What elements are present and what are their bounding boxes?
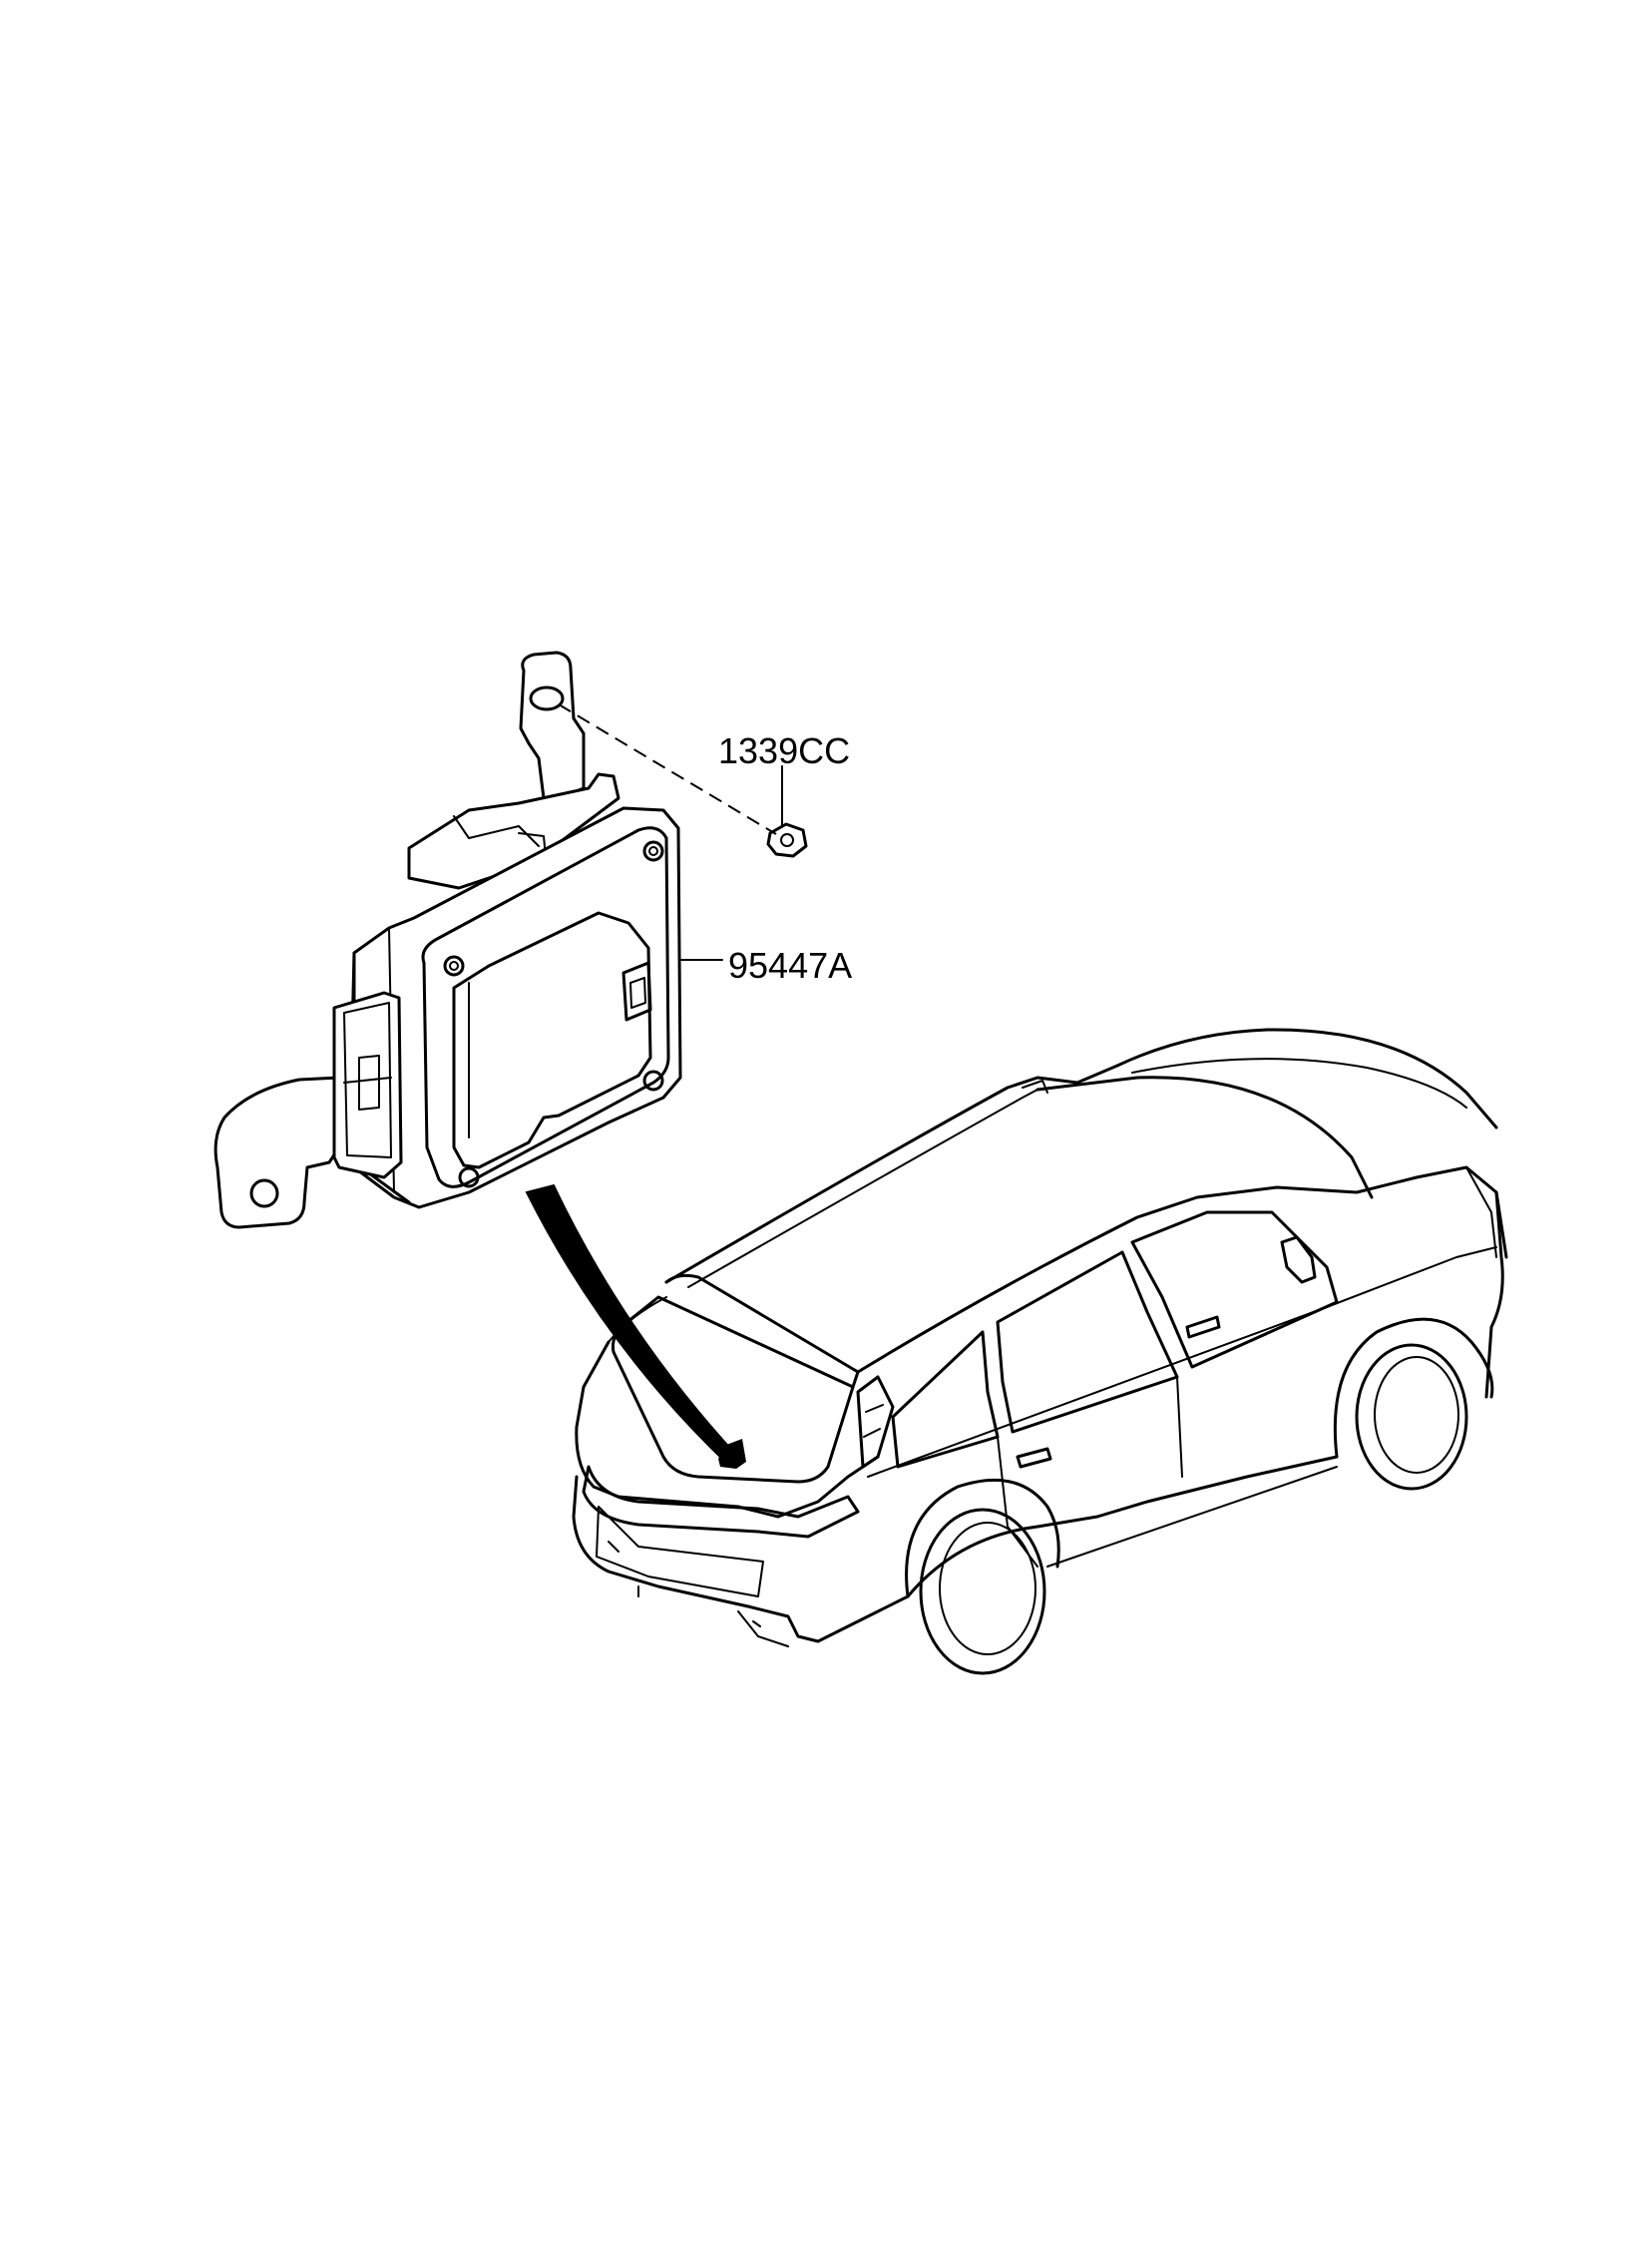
- vehicle-side-window-rear: [891, 1330, 1000, 1469]
- cover-screw: [458, 1166, 480, 1188]
- cover-screw: [642, 840, 664, 862]
- cover-screw: [443, 955, 465, 977]
- vehicle-front-wheel: [1355, 1343, 1468, 1491]
- cover-inner-panel: [452, 911, 652, 1169]
- location-mark: [718, 1439, 746, 1469]
- upper-bracket-hole: [529, 685, 565, 711]
- vehicle-rear-body: [575, 1340, 880, 1519]
- location-arrow: [525, 1183, 738, 1465]
- bolt[interactable]: [766, 822, 808, 858]
- control-module[interactable]: [213, 651, 682, 1229]
- vehicle-rear-roof: [664, 1273, 860, 1389]
- side-connector: [332, 991, 403, 1179]
- vehicle-tail-light: [582, 1465, 860, 1539]
- vehicle-roof: [664, 1028, 1498, 1284]
- vehicle-rear-window: [612, 1295, 855, 1484]
- upper-bracket: [519, 651, 586, 800]
- vehicle-side-window-front: [1130, 1210, 1339, 1369]
- vehicle-rear-bumper: [572, 1475, 910, 1643]
- label-plate: [621, 961, 652, 1022]
- vehicle: [572, 1028, 1508, 1675]
- vehicle-side-window-middle: [996, 1250, 1179, 1434]
- callout-1339cc[interactable]: 1339CC: [718, 730, 851, 771]
- vehicle-rear-wheel: [919, 1508, 1046, 1675]
- lower-bracket: [213, 1076, 341, 1229]
- vehicle-rear-wheel-arch: [905, 1478, 1060, 1598]
- module-cover: [421, 826, 670, 1188]
- vehicle-front-wheel-arch: [1333, 1317, 1494, 1459]
- vehicle-mirror: [1280, 1235, 1317, 1284]
- bolt-head: [766, 822, 808, 858]
- lower-bracket-hole: [249, 1178, 279, 1208]
- top-connector: [407, 772, 620, 890]
- bolt-alignment-line: [558, 703, 777, 835]
- callout-95447a[interactable]: 95447A: [728, 945, 853, 986]
- cover-screw: [642, 1070, 664, 1092]
- vehicle-windshield: [1035, 1076, 1374, 1199]
